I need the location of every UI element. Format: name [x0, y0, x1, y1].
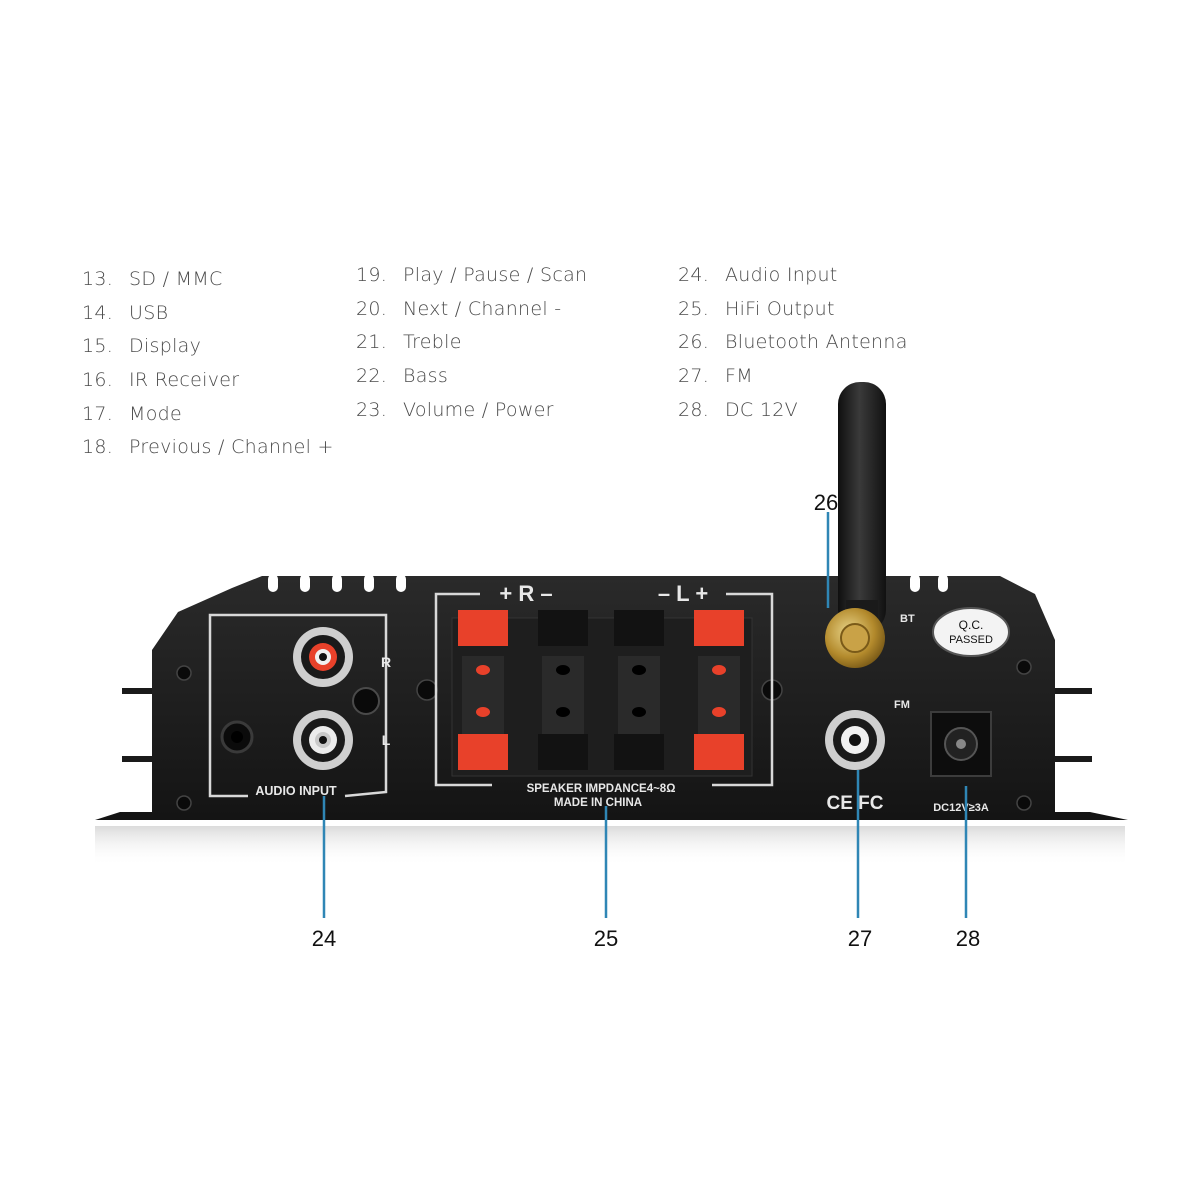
legend-num: 17. — [82, 402, 114, 425]
qc-line1: Q.C. — [959, 618, 984, 632]
speaker-frame-right — [712, 592, 774, 787]
qc-passed-sticker: Q.C. PASSED — [932, 607, 1010, 657]
legend-num: 28. — [678, 398, 710, 421]
ground-screw — [352, 687, 380, 715]
legend-num: 15. — [82, 335, 114, 358]
legend-num: 14. — [82, 301, 114, 324]
terminal-column — [538, 610, 588, 770]
legend-num: 19. — [356, 263, 388, 286]
legend-item: 16. IR Receiver — [82, 363, 334, 397]
side-fins — [122, 688, 1092, 762]
callout-lines — [322, 512, 968, 918]
legend-num: 26. — [678, 331, 710, 354]
speaker-impedance-label: SPEAKER IMPDANCE4~8Ω — [527, 783, 676, 795]
legend-item: 25. HiFi Output — [678, 292, 908, 326]
rca-l-label: L — [382, 732, 391, 748]
legend-item: 13. SD / MMC — [82, 262, 334, 296]
legend-label: SD / MMC — [129, 267, 223, 290]
legend-item: 23. Volume / Power — [356, 393, 587, 427]
legend-label: Previous / Channel + — [129, 436, 334, 459]
legend-item: 24. Audio Input — [678, 258, 908, 292]
callout-28: 28 — [956, 926, 980, 951]
callout-27: 27 — [848, 926, 872, 951]
certification-mark: CE FC — [827, 793, 884, 814]
bt-label: BT — [900, 613, 915, 625]
legend-label: DC 12V — [725, 398, 798, 421]
legend-label: Display — [129, 335, 202, 358]
legend-item: 17. Mode — [82, 397, 334, 431]
speaker-header-left-channel: – L + — [658, 581, 708, 606]
speaker-frame-left — [434, 592, 492, 787]
legend-label: Next / Channel - — [403, 297, 562, 320]
legend-column-3: 24. Audio Input 25. HiFi Output 26. Bluetoo… — [678, 258, 908, 426]
legend-column-1: 13. SD / MMC 14. USB 15. Display 16. IR Rece… — [82, 262, 334, 464]
legend-label: Bluetooth Antenna — [725, 331, 908, 354]
legend-column-2: 19. Play / Pause / Scan 20. Next / Channel… — [356, 258, 587, 426]
legend-num: 27. — [678, 364, 710, 387]
made-in-label: MADE IN CHINA — [554, 797, 642, 809]
speaker-header-right-channel: + R – — [499, 581, 552, 606]
legend-num: 16. — [82, 368, 114, 391]
callout-26: 26 — [814, 490, 838, 515]
fm-jack-icon — [825, 710, 885, 770]
legend-item: 15. Display — [82, 329, 334, 363]
legend-num: 22. — [356, 364, 388, 387]
legend-label: Play / Pause / Scan — [403, 263, 588, 286]
audio-input-label: AUDIO INPUT — [255, 784, 337, 798]
legend-num: 20. — [356, 297, 388, 320]
rca-r-label: R — [381, 654, 391, 670]
legend-item: 27. FM — [678, 359, 908, 393]
qc-line2: PASSED — [949, 634, 993, 646]
callout-25: 25 — [594, 926, 618, 951]
legend-label: Mode — [129, 402, 182, 425]
legend-item: 21. Treble — [356, 325, 587, 359]
legend-label: Treble — [403, 331, 462, 354]
legend-num: 24. — [678, 263, 710, 286]
terminal-column — [694, 610, 744, 770]
legend-label: USB — [129, 301, 169, 324]
legend-label: Bass — [403, 364, 449, 387]
audio-input-frame — [208, 613, 388, 798]
bluetooth-antenna-icon — [825, 382, 886, 668]
speaker-terminal-block — [451, 610, 753, 777]
legend-num: 21. — [356, 331, 388, 354]
floor-reflection — [95, 826, 1125, 866]
legend-item: 14. USB — [82, 296, 334, 330]
legend-label: IR Receiver — [129, 368, 240, 391]
fm-label: FM — [894, 699, 910, 711]
legend-item: 19. Play / Pause / Scan — [356, 258, 587, 292]
terminal-column — [614, 610, 664, 770]
dc-rating-label: DC12V≥3A — [933, 802, 989, 814]
legend-item: 26. Bluetooth Antenna — [678, 325, 908, 359]
rca-right-icon — [293, 627, 353, 687]
rca-left-icon — [293, 710, 353, 770]
legend-num: 25. — [678, 297, 710, 320]
top-notches — [268, 574, 948, 592]
legend-item: 20. Next / Channel - — [356, 292, 587, 326]
legend-label: Audio Input — [725, 263, 838, 286]
legend-item: 22. Bass — [356, 359, 587, 393]
legend-label: HiFi Output — [725, 297, 835, 320]
legend-num: 13. — [82, 267, 114, 290]
legend-label: FM — [725, 364, 753, 387]
dc-power-jack-icon — [930, 711, 992, 777]
legend-num: 23. — [356, 398, 388, 421]
callout-24: 24 — [312, 926, 336, 951]
aux-jack-hole — [231, 731, 243, 743]
legend-item: 28. DC 12V — [678, 393, 908, 427]
terminal-column — [458, 610, 508, 770]
legend-num: 18. — [82, 436, 114, 459]
legend-item: 18. Previous / Channel + — [82, 430, 334, 464]
legend-label: Volume / Power — [403, 398, 554, 421]
